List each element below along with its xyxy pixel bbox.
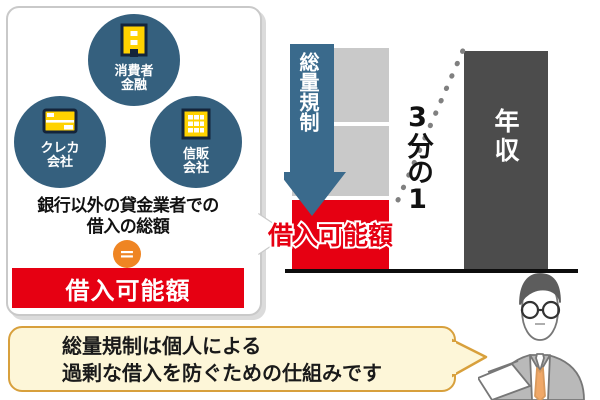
lender-circle-installment-company[interactable]: 信販 会社 — [150, 96, 242, 188]
lender-circle-consumer-finance[interactable]: 消費者 金融 — [88, 14, 180, 106]
businessman-illustration — [478, 273, 585, 400]
one-third-dotted-line — [395, 45, 467, 203]
credit-card-icon — [42, 108, 78, 138]
bar-segment-borrowable — [292, 200, 389, 270]
bar-annual-income — [464, 51, 548, 270]
one-third-label: 3分の1 — [402, 102, 433, 214]
explanation-text: 総量規制は個人による 過剰な借入を防ぐための仕組みです — [62, 334, 382, 385]
explanation-bubble — [8, 326, 456, 392]
lender-circle-credit-card-company[interactable]: クレカ 会社 — [14, 96, 106, 188]
lender-circle-label: 消費者 金融 — [114, 64, 154, 93]
regulation-down-arrow — [284, 44, 346, 216]
lender-circle-label: 信販 会社 — [182, 147, 209, 176]
borrowable-amount-band: 借入可能額 — [12, 268, 244, 308]
lender-circle-label: クレカ 会社 — [40, 141, 80, 170]
annual-income-label: 年収 — [491, 108, 520, 166]
bubble-tail — [452, 338, 488, 378]
equals-badge: = — [113, 240, 141, 268]
building-icon — [120, 23, 148, 61]
regulation-label: 総量規制 — [296, 52, 320, 132]
total-borrowing-text: 銀行以外の貸金業者での 借入の総額 — [37, 196, 219, 237]
chart-baseline — [285, 269, 578, 273]
borrowable-amount-caption: 借入可能額 — [266, 220, 395, 252]
office-building-icon — [181, 108, 211, 144]
borrowing-limit-chart: 総量規制 借入可能額 3分の1 年収 — [266, 0, 600, 300]
